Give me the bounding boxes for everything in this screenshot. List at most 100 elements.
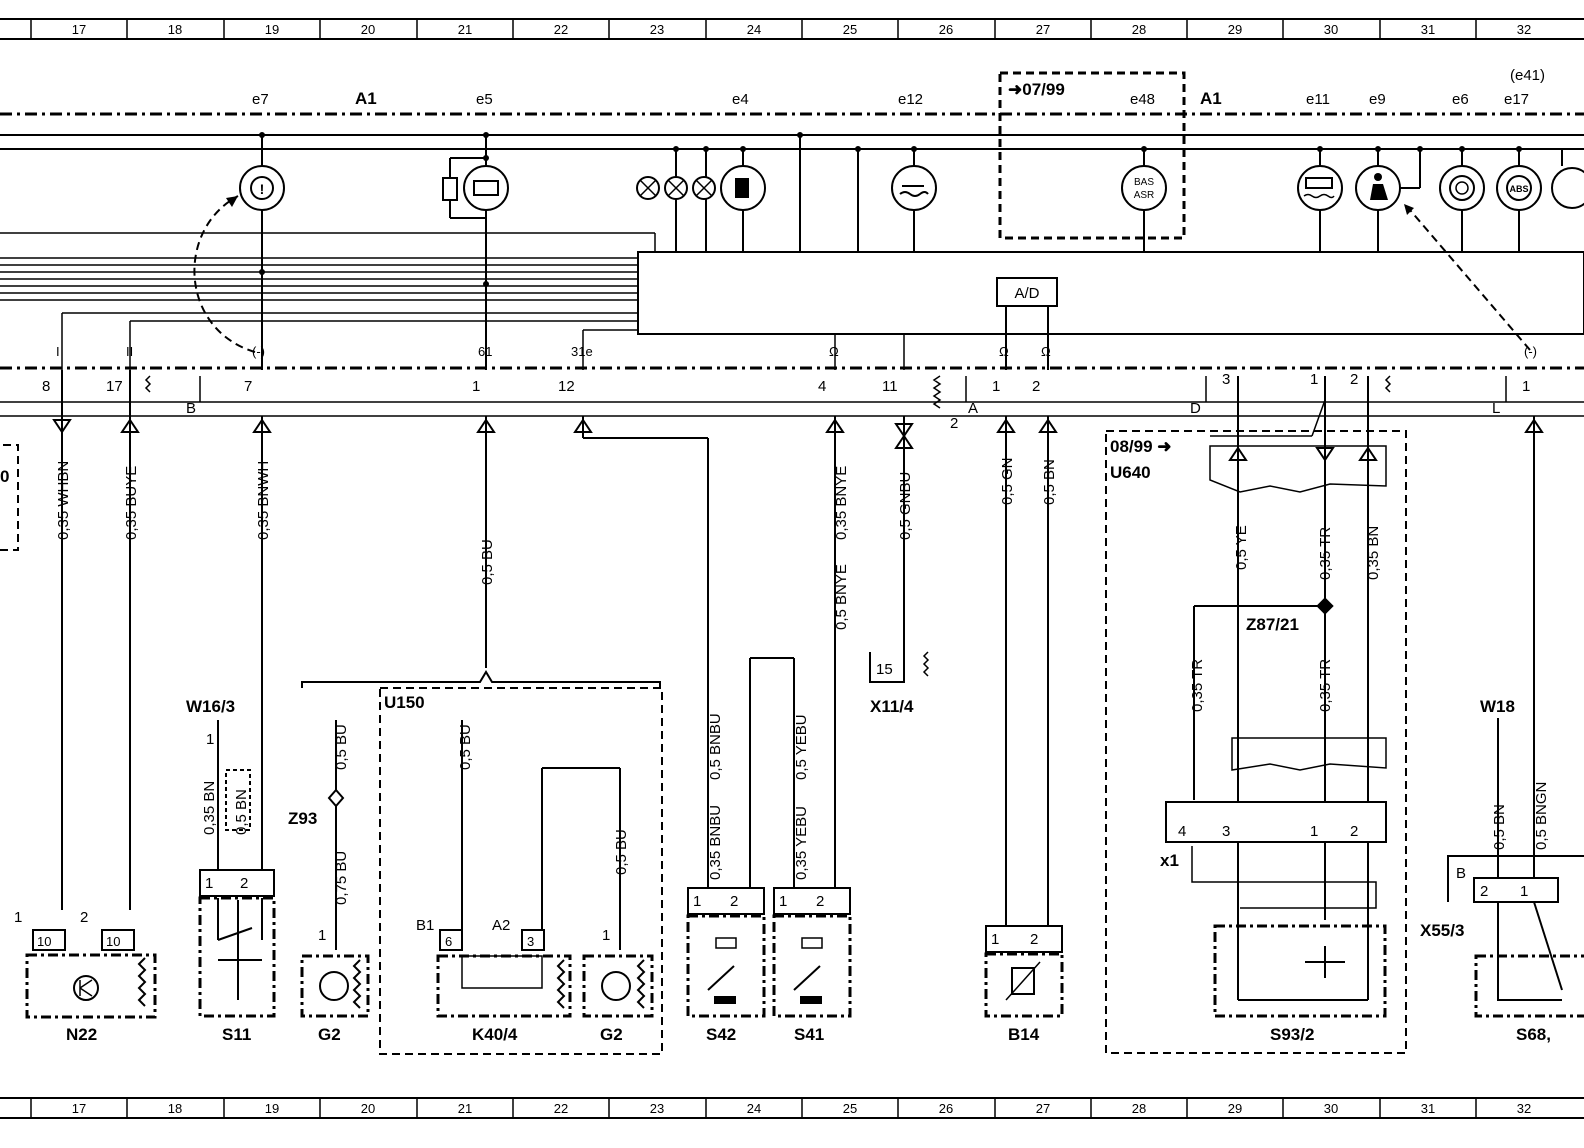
component-u150: U150 B1 A2 6 3 K40/4 1 G2 bbox=[301, 670, 663, 1055]
grid-col-17-bottom: 17 bbox=[72, 1101, 86, 1116]
battery-charge-icon bbox=[463, 165, 509, 211]
grid-col-21: 21 bbox=[458, 22, 472, 37]
label-x55-3: X55/3 bbox=[1420, 921, 1464, 940]
wire-label-w163-bn-05: 0,5 BN bbox=[233, 789, 250, 835]
wire-label-bn-b14: 0,5 BN bbox=[1041, 459, 1058, 505]
n22-pin-10b: 10 bbox=[106, 934, 120, 949]
pin-sym-8: I bbox=[56, 344, 60, 359]
pin-sym-12: 31e bbox=[571, 344, 593, 359]
coolant-level-icon bbox=[1297, 165, 1343, 211]
grid-col-20-bottom: 20 bbox=[361, 1101, 375, 1116]
grid-col-30: 30 bbox=[1324, 22, 1338, 37]
grid-col-28: 28 bbox=[1132, 22, 1146, 37]
oil-level-icon bbox=[891, 165, 937, 211]
g2-right-pin-1: 1 bbox=[602, 927, 610, 944]
s11-pin-2: 2 bbox=[240, 875, 248, 892]
pin-17: 17 bbox=[106, 378, 123, 395]
component-s42: 1 2 S42 bbox=[686, 657, 795, 1044]
g2-left-pin-1: 1 bbox=[318, 927, 326, 944]
wire-label-u150-bu: 0,5 BU bbox=[457, 724, 474, 770]
label-u150: U150 bbox=[384, 693, 425, 712]
cluster-processor-block bbox=[637, 251, 1584, 335]
pin-sym-1-e5: 61 bbox=[478, 344, 492, 359]
x1-pin-1: 1 bbox=[1310, 823, 1318, 840]
k40-pin-3: 3 bbox=[527, 934, 534, 949]
lamp-e12-label: e12 bbox=[898, 91, 923, 108]
component-g2-left: Z93 1 G2 bbox=[288, 720, 370, 1044]
pushbutton-icon bbox=[1305, 946, 1345, 978]
wire-label-bnbu-035: 0,35 BNBU bbox=[707, 805, 724, 880]
grid-col-26: 26 bbox=[939, 22, 953, 37]
grid-col-24-bottom: 24 bbox=[747, 1101, 761, 1116]
grid-col-19-bottom: 19 bbox=[265, 1101, 279, 1116]
lamp-e11-label: e11 bbox=[1306, 91, 1330, 108]
grid-col-26-bottom: 26 bbox=[939, 1101, 953, 1116]
brake-warning-icon: ! bbox=[239, 165, 285, 211]
k40-pin-6: 6 bbox=[445, 934, 452, 949]
top-grid-ruler: 17 18 19 20 21 22 23 24 25 26 27 28 29 3… bbox=[0, 18, 1584, 40]
grid-col-23-bottom: 23 bbox=[650, 1101, 664, 1116]
grid-col-18: 18 bbox=[168, 22, 182, 37]
wire-label-yebu-05: 0,5 YEBU bbox=[793, 714, 810, 780]
svg-text:!: ! bbox=[260, 181, 265, 197]
pin-7: 7 bbox=[244, 378, 252, 395]
connector-row: B A 2 D L I II (-) 61 31e Ω Ω Ω (-) 8 17… bbox=[0, 344, 1584, 432]
pin-4: 4 bbox=[818, 378, 826, 395]
w16-3-pin-1: 1 bbox=[206, 731, 214, 748]
transistor-icon bbox=[73, 975, 99, 1001]
bas-asr-icon: BAS ASR bbox=[1121, 165, 1167, 211]
wire-label-bnye-035: 0,35 BNYE bbox=[833, 466, 850, 540]
pin-2-a: 2 bbox=[1032, 378, 1040, 395]
pin-sym-17: II bbox=[126, 344, 133, 359]
connector-block-2: 2 bbox=[950, 415, 958, 432]
x11-4-pin-15: 15 bbox=[876, 661, 893, 678]
grid-col-27: 27 bbox=[1036, 22, 1050, 37]
grid-col-31: 31 bbox=[1421, 22, 1435, 37]
wire-label-w163-bn: 0,35 BN bbox=[201, 781, 218, 835]
grid-col-25: 25 bbox=[843, 22, 857, 37]
grid-col-24: 24 bbox=[747, 22, 761, 37]
grid-col-29: 29 bbox=[1228, 22, 1242, 37]
lamp-e7-label: e7 bbox=[252, 91, 269, 108]
lamp-e41-label: (e41) bbox=[1510, 67, 1545, 84]
lamp-e9-label: e9 bbox=[1369, 91, 1386, 108]
variant-box-07-99 bbox=[998, 71, 1186, 240]
grid-col-32-bottom: 32 bbox=[1517, 1101, 1531, 1116]
grid-col-25-bottom: 25 bbox=[843, 1101, 857, 1116]
wire-label-u150-bu-g2: 0,5 BU bbox=[613, 829, 630, 875]
abs-icon: ABS bbox=[1496, 165, 1542, 211]
n22-pin-1: 1 bbox=[14, 909, 22, 926]
k40-label-b1: B1 bbox=[416, 917, 434, 934]
grid-col-19: 19 bbox=[265, 22, 279, 37]
lamp-e17-label: e17 bbox=[1504, 91, 1529, 108]
x55-3-pin-2: 2 bbox=[1480, 883, 1488, 900]
component-x11-4: 15 X11/4 bbox=[869, 651, 930, 716]
grid-col-32: 32 bbox=[1517, 22, 1531, 37]
connector-block-b: B bbox=[186, 400, 196, 417]
switch-icon bbox=[217, 898, 263, 1000]
pin-sym-1-a: Ω bbox=[999, 344, 1009, 359]
label-k40-4: K40/4 bbox=[472, 1025, 518, 1044]
wire-label-bnye-05: 0,5 BNYE bbox=[833, 564, 850, 630]
bottom-grid-ruler: 17 18 19 20 21 22 23 24 25 26 27 28 29 3… bbox=[0, 1097, 1584, 1119]
grid-col-22: 22 bbox=[554, 22, 568, 37]
label-g2-right: G2 bbox=[600, 1025, 623, 1044]
label-w16-3: W16/3 bbox=[186, 697, 235, 716]
label-s42: S42 bbox=[706, 1025, 736, 1044]
wire-runs bbox=[52, 370, 1544, 935]
svg-text:ABS: ABS bbox=[1509, 184, 1528, 194]
lamp-e48-label: e48 bbox=[1130, 91, 1155, 108]
connector-block-l: L bbox=[1492, 400, 1500, 417]
pin-sym-7: (-) bbox=[252, 344, 265, 359]
wire-label-bu-k40: 0,5 BU bbox=[479, 539, 496, 585]
component-s68: W18 B 2 1 X55/3 S68, bbox=[1420, 697, 1584, 1044]
pin-sym-1-l: (-) bbox=[1524, 344, 1537, 359]
label-w18: W18 bbox=[1480, 697, 1515, 716]
pin-3-d: 3 bbox=[1222, 371, 1230, 388]
label-s68: S68, bbox=[1516, 1025, 1551, 1044]
component-s11: W16/3 1 1 2 S11 bbox=[186, 697, 276, 1044]
pin-8: 8 bbox=[42, 378, 50, 395]
label-x11-4: X11/4 bbox=[870, 697, 914, 716]
label-g2-left: G2 bbox=[318, 1025, 341, 1044]
grid-col-23: 23 bbox=[650, 22, 664, 37]
